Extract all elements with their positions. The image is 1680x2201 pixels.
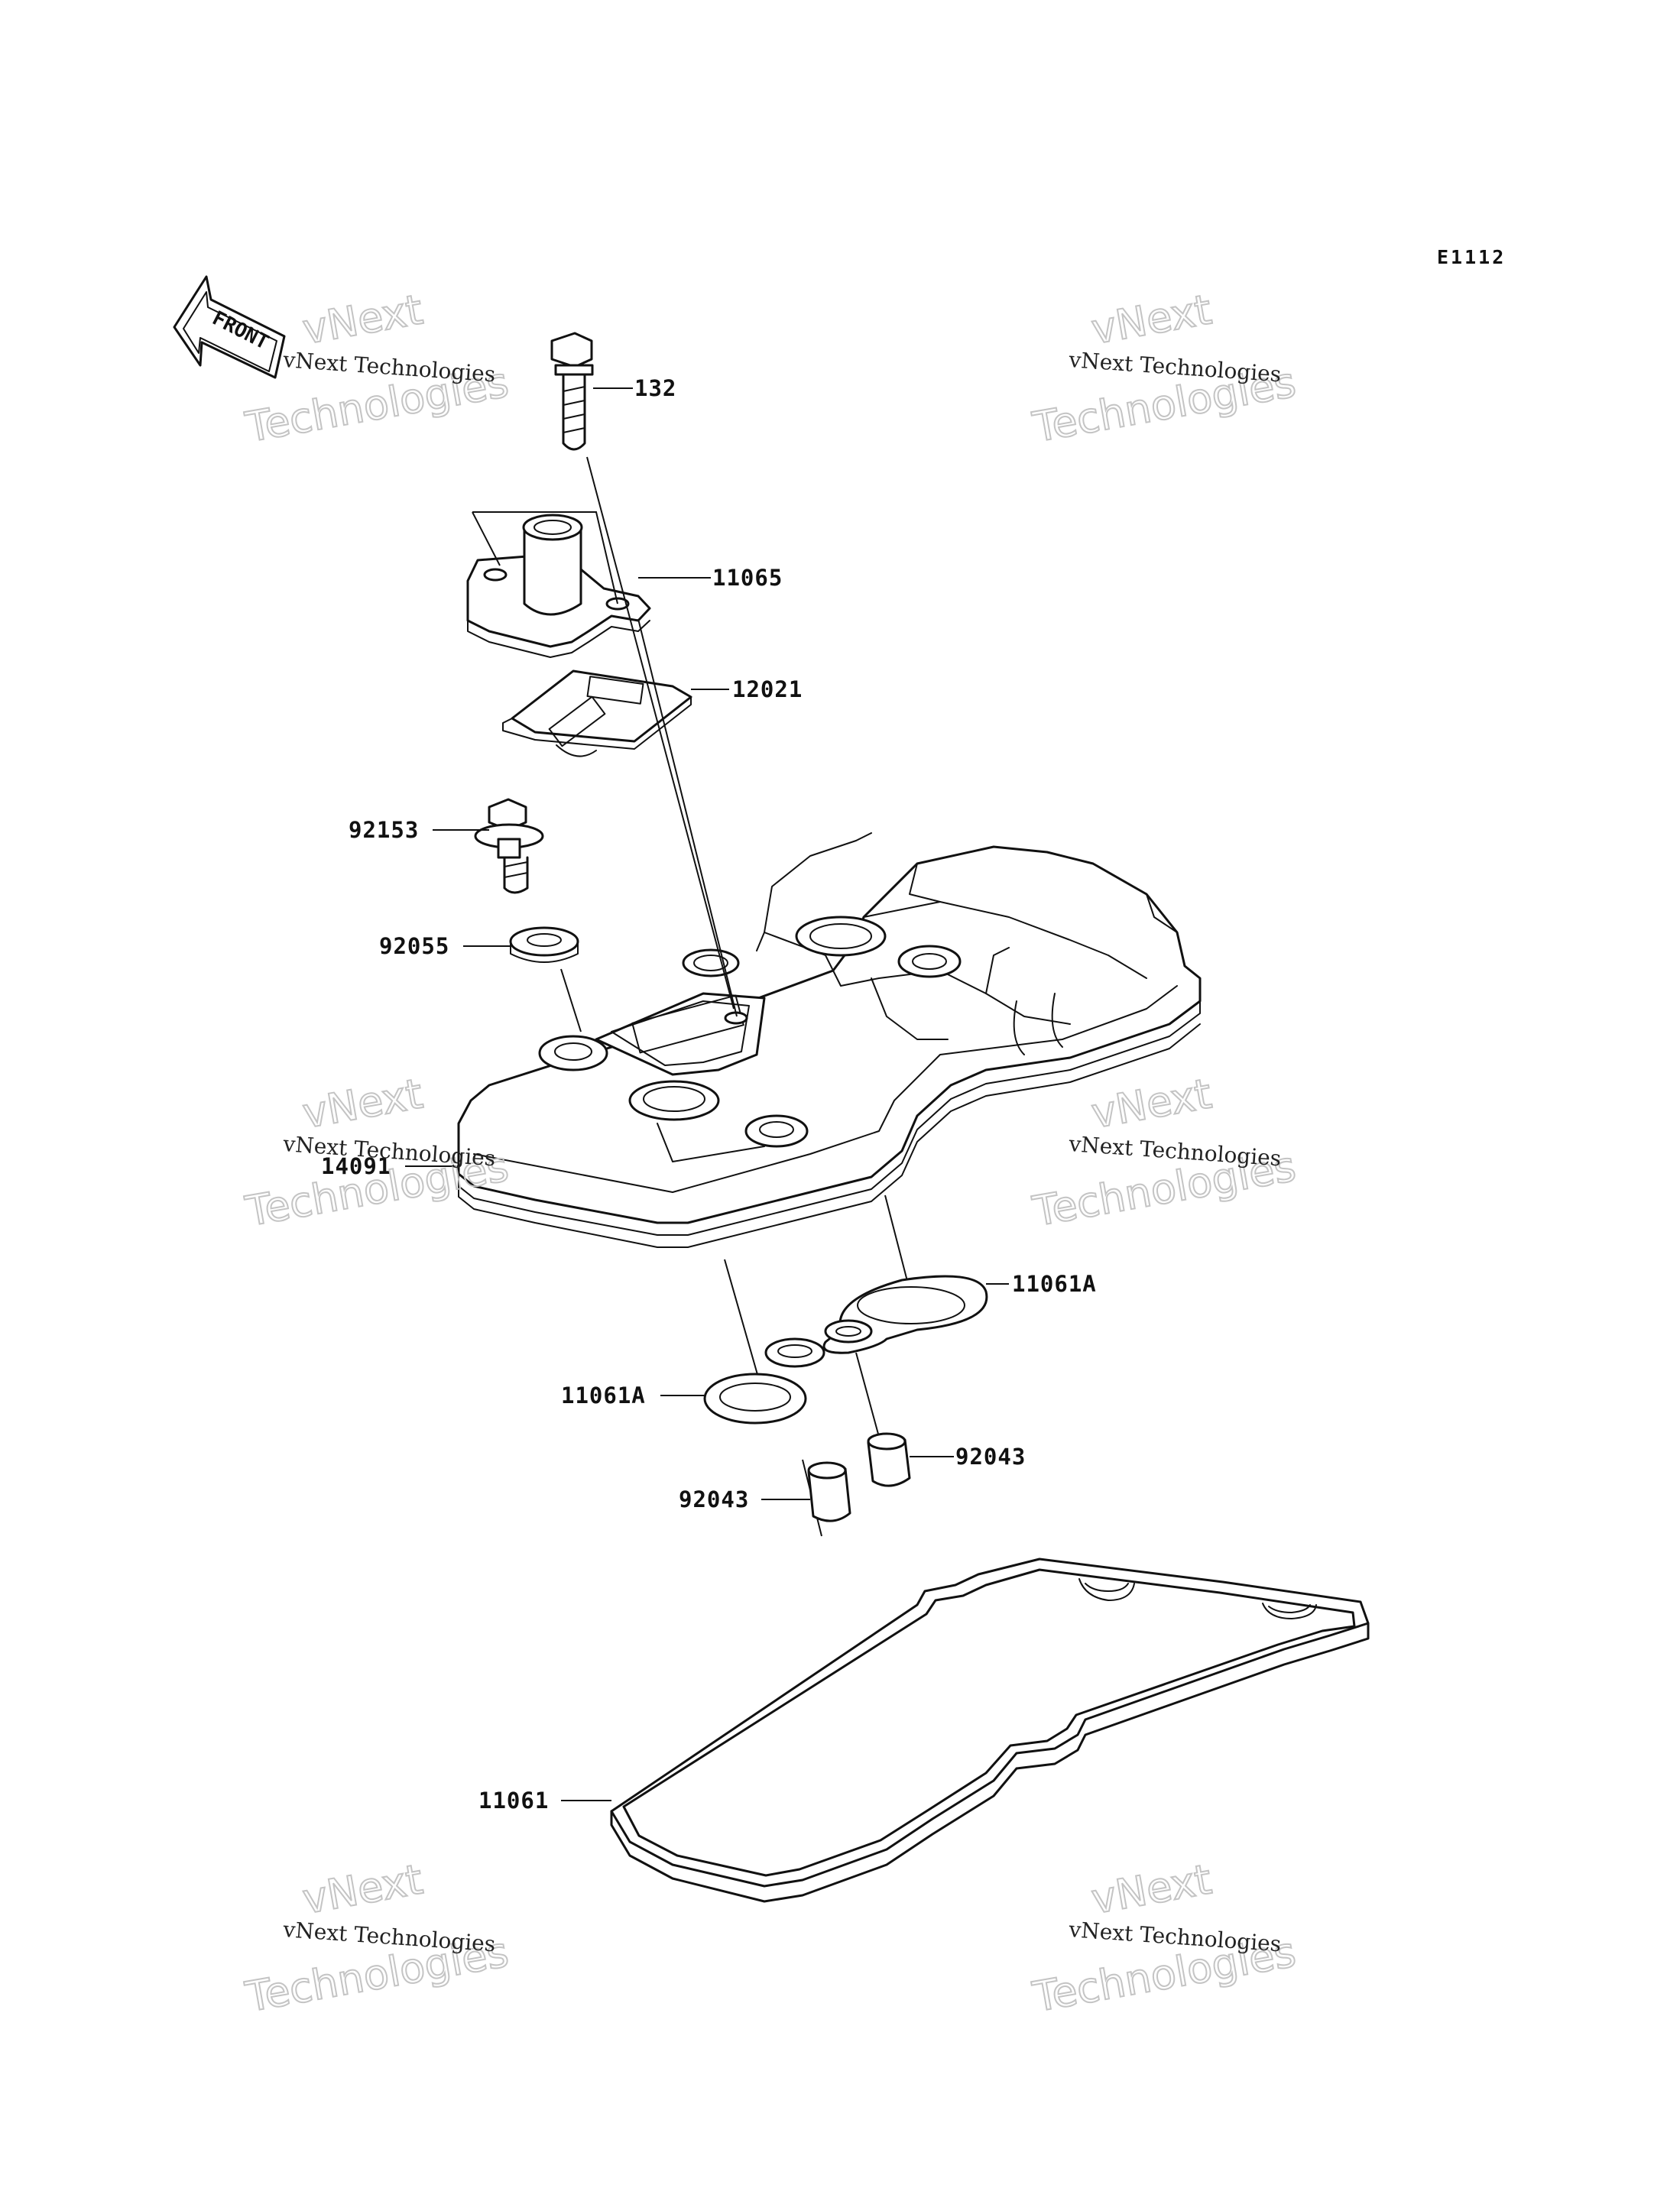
svg-text:vNext: vNext xyxy=(1088,1855,1215,1923)
breather-cover-11065 xyxy=(466,511,651,658)
label-11061a-right: 11061A xyxy=(1012,1271,1097,1297)
bolt-92153 xyxy=(474,798,544,894)
callout-leaders xyxy=(405,387,1009,1801)
label-92043-right: 92043 xyxy=(955,1444,1026,1470)
label-92153: 92153 xyxy=(349,817,419,843)
watermark-mid-left: vNext Technologies vNext Technologies xyxy=(241,1068,513,1237)
watermark-mid-right: vNext Technologies vNext Technologies xyxy=(1028,1068,1300,1237)
gasket-11061a-left xyxy=(703,1337,825,1425)
head-cover-gasket-11061 xyxy=(610,1558,1370,1903)
dowel-pin-92043-right xyxy=(867,1432,911,1487)
label-92043-left: 92043 xyxy=(679,1486,749,1512)
reference-code: E1112 xyxy=(1437,246,1506,268)
dowel-pin-92043-left xyxy=(807,1461,851,1522)
seal-ring-92055 xyxy=(509,926,579,963)
svg-text:vNext: vNext xyxy=(299,1855,426,1923)
bolt-132 xyxy=(550,332,594,451)
label-92055: 92055 xyxy=(379,933,449,959)
svg-text:vNext: vNext xyxy=(299,1069,426,1137)
label-12021: 12021 xyxy=(732,676,803,702)
label-14091: 14091 xyxy=(321,1153,391,1179)
watermark-top-right: vNext Technologies vNext Technologies xyxy=(1028,284,1300,452)
gasket-11061a-right xyxy=(822,1275,988,1354)
breather-gasket-12021 xyxy=(502,669,692,757)
label-11065: 11065 xyxy=(712,565,783,591)
label-132: 132 xyxy=(634,375,676,401)
watermark-bottom-left: vNext Technologies vNext Technologies xyxy=(241,1854,513,2022)
front-arrow-icon: FRONT xyxy=(173,275,286,379)
svg-text:vNext: vNext xyxy=(1088,285,1215,353)
part-labels: 132 11065 12021 92153 92055 14091 11061A… xyxy=(321,375,1097,1814)
watermark-top-left: vNext Technologies vNext Technologies xyxy=(241,284,513,452)
svg-text:vNext: vNext xyxy=(1088,1069,1215,1137)
svg-text:vNext: vNext xyxy=(299,285,426,353)
label-11061: 11061 xyxy=(478,1788,549,1814)
watermark-bottom-right: vNext Technologies vNext Technologies xyxy=(1028,1854,1300,2022)
cylinder-head-cover-14091 xyxy=(457,832,1202,1248)
label-11061a-left: 11061A xyxy=(561,1383,646,1408)
